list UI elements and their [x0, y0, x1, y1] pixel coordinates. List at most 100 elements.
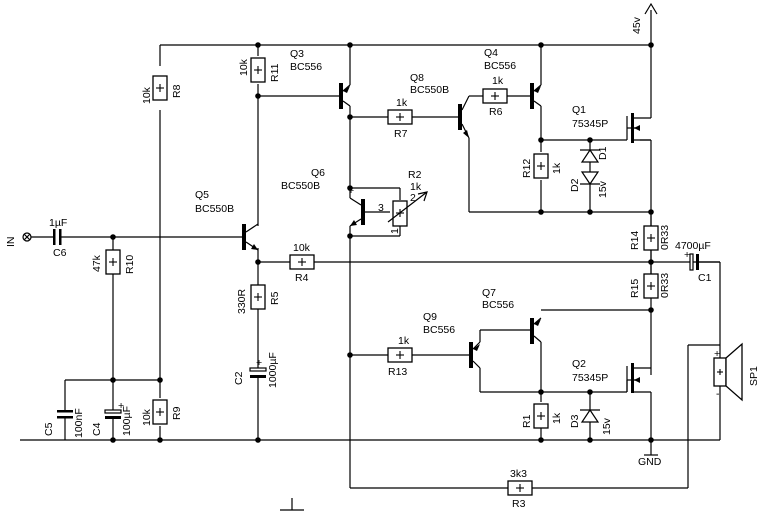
r13-ref: R13	[388, 366, 407, 378]
svg-text:-: -	[716, 388, 720, 400]
r6-value: 1k	[492, 75, 504, 87]
r2-pin-2: 2	[410, 192, 416, 204]
c2-value: 1000µF	[267, 352, 279, 388]
transistor-base-bar	[530, 83, 534, 109]
transistor-base-bar	[361, 199, 365, 225]
transistor-q6: + Q6 BC550B	[281, 167, 365, 227]
junction	[347, 233, 353, 239]
q8-type: BC550B	[410, 84, 449, 96]
ground-terminal: GND	[638, 454, 662, 468]
junction	[110, 234, 116, 240]
q8-ref: Q8	[410, 72, 424, 84]
q7-ref: Q7	[482, 287, 496, 299]
r15-ref: R15	[629, 279, 641, 298]
capacitor-plate	[249, 367, 267, 372]
d3-ref: D3	[569, 414, 581, 428]
svg-text:+: +	[684, 249, 690, 261]
adjust-arrow-icon	[387, 191, 428, 223]
c1-ref: C1	[698, 272, 712, 284]
resistor-r7: 1k R7	[387, 97, 413, 140]
r6-ref: R6	[489, 106, 503, 118]
diode-triangle-icon	[580, 171, 600, 186]
junction	[538, 389, 544, 395]
junction	[255, 93, 261, 99]
capacitor-plate	[57, 416, 73, 419]
r1-value: 1k	[551, 412, 563, 424]
q2-type: 75345P	[572, 372, 608, 384]
capacitor-c5: C5 100nF	[43, 408, 85, 438]
r2-pin-3: 3	[378, 202, 384, 214]
resistor-r12: R12 1k	[521, 153, 563, 179]
transistor-base-bar	[242, 224, 246, 250]
diode-triangle-icon	[580, 148, 600, 163]
diode-d1: D1	[580, 146, 609, 163]
c6-value: 1µF	[49, 217, 67, 229]
transistor-q1: Q1 75345P	[572, 104, 651, 143]
d1-ref: D1	[597, 146, 609, 160]
resistor-r4: 10k R4	[289, 242, 315, 284]
transistor-base-bar	[469, 342, 473, 368]
capacitor-c4: + C4 100µF	[91, 400, 133, 436]
q3-type: BC556	[290, 61, 322, 73]
transistor-q8: Q8 BC550B	[410, 72, 470, 139]
junction	[587, 209, 593, 215]
q9-ref: Q9	[423, 311, 437, 323]
resistor-r15: R15 0R33	[629, 273, 671, 299]
c5-value: 100nF	[73, 408, 85, 438]
r9-ref: R9	[171, 406, 183, 420]
diode-d2: D2 15v	[569, 171, 609, 198]
junction	[538, 42, 544, 48]
r10-value: 47k	[91, 254, 103, 272]
transistor-base-bar	[530, 318, 534, 344]
r3-value: 3k3	[510, 468, 527, 480]
junction	[648, 437, 654, 443]
input-terminal: IN	[5, 232, 32, 247]
transistor-q3: Q3 BC556	[290, 48, 351, 109]
c6-ref: C6	[53, 247, 67, 259]
junction	[347, 114, 353, 120]
junction	[157, 377, 163, 383]
junction	[110, 437, 116, 443]
transistor-q4: Q4 BC556	[484, 47, 542, 109]
resistor-r6: 1k R6	[482, 75, 508, 118]
supply-label: 45v	[631, 16, 643, 34]
resistor-r5: 330R R5	[236, 284, 281, 314]
d2-ref: D2	[569, 178, 581, 192]
potentiometer-r2: R2 1k 3 2 1	[378, 169, 428, 234]
resistor-r9: 10k R9	[141, 399, 183, 426]
junction	[347, 352, 353, 358]
junction	[648, 259, 654, 265]
capacitor-plate	[53, 229, 56, 245]
transistor-q2: Q2 75345P	[572, 358, 651, 393]
d2-value: 15v	[597, 180, 609, 198]
r11-ref: R11	[269, 63, 281, 82]
c5-ref: C5	[43, 422, 55, 436]
junction	[255, 259, 261, 265]
r5-ref: R5	[269, 291, 281, 305]
resistor-r8: 10k R8	[141, 75, 183, 104]
supply-terminal: 45v	[631, 2, 658, 34]
junction	[648, 307, 654, 313]
capacitor-plate	[57, 410, 73, 413]
c4-value: 100µF	[121, 406, 133, 436]
junction	[157, 437, 163, 443]
junction	[648, 42, 654, 48]
resistor-r14: R14 0R33	[629, 225, 671, 251]
svg-text:+: +	[118, 400, 124, 412]
r4-value: 10k	[293, 242, 311, 254]
junction	[538, 209, 544, 215]
transistor-q5: Q5 BC550B	[195, 189, 259, 251]
junction	[538, 437, 544, 443]
sp1-ref: SP1	[748, 366, 760, 386]
transistor-q9: Q9 BC556	[423, 311, 481, 369]
capacitor-plate	[104, 409, 122, 414]
channel-bar	[631, 113, 634, 143]
diode-triangle-icon	[580, 408, 600, 423]
r1-ref: R1	[521, 414, 533, 428]
q6-type: BC550B	[281, 180, 320, 192]
q4-ref: Q4	[484, 47, 498, 59]
junction	[255, 42, 261, 48]
r7-value: 1k	[396, 97, 408, 109]
capacitor-c1: + 4700µF C1	[675, 240, 712, 284]
